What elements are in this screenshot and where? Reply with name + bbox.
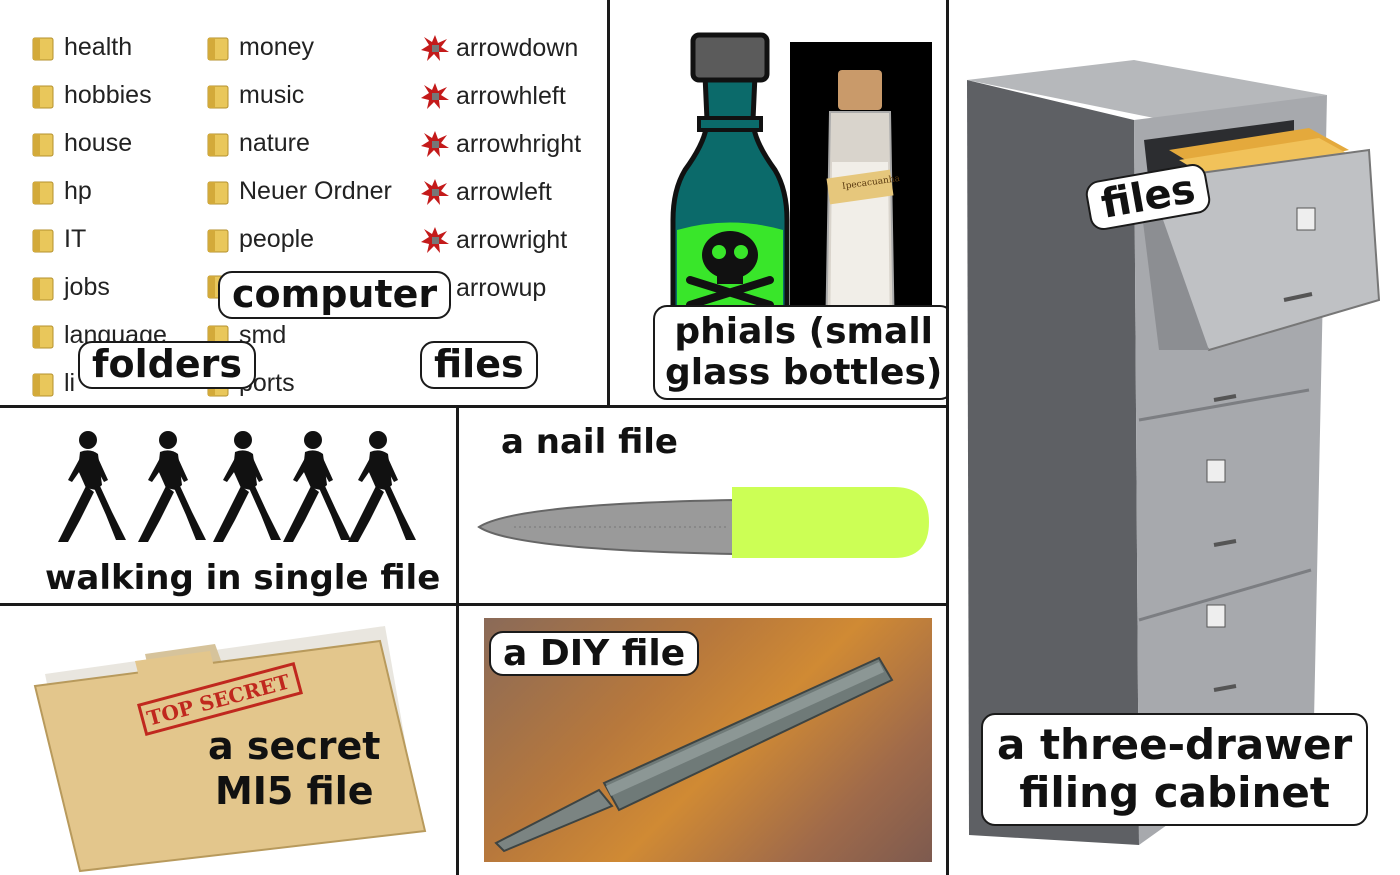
divider-horizontal-2: [0, 603, 949, 606]
folder-item[interactable]: hp: [32, 177, 92, 206]
walking-person-icon: [340, 430, 420, 549]
folder-name: house: [64, 129, 133, 157]
files-explorer-label: files: [420, 341, 538, 389]
shortcut-item[interactable]: arrowdown: [420, 33, 578, 63]
folder-item[interactable]: hobbies: [32, 81, 152, 110]
folder-icon: [32, 35, 54, 61]
folder-item[interactable]: people: [207, 225, 314, 254]
folder-icon: [207, 179, 229, 205]
folder-name: IT: [64, 225, 87, 253]
shortcut-item[interactable]: arrowright: [420, 225, 567, 255]
splat-icon: [420, 129, 450, 159]
folder-item[interactable]: house: [32, 129, 132, 158]
folder-icon: [32, 275, 54, 301]
splat-icon: [420, 225, 450, 255]
cabinet-label: a three-drawer filing cabinet: [981, 713, 1369, 826]
walking-person-icon: [275, 430, 355, 549]
walking-person-icon: [205, 430, 285, 549]
folder-icon: [32, 131, 54, 157]
secret-label: a secret MI5 file: [208, 724, 381, 813]
folders-label: folders: [78, 341, 256, 389]
folder-name: nature: [239, 129, 310, 157]
folder-name: people: [239, 225, 315, 253]
cabinet-panel: files a three-drawer filing cabinet: [949, 0, 1400, 875]
shortcut-name: arrowhleft: [456, 81, 566, 110]
folder-item[interactable]: li: [32, 369, 75, 398]
splat-icon: [420, 81, 450, 111]
splat-icon: [420, 33, 450, 63]
shortcut-name: arrowhright: [456, 129, 582, 158]
folder-icon: [32, 83, 54, 109]
splat-icon: [420, 177, 450, 207]
nail-file-label: a nail file: [501, 422, 678, 462]
folder-item[interactable]: health: [32, 33, 132, 62]
folder-name: music: [239, 81, 305, 109]
computer-label: computer: [218, 271, 452, 319]
folder-icon: [32, 371, 54, 397]
shortcut-item[interactable]: arrowhright: [420, 129, 581, 159]
walking-person-icon: [130, 430, 210, 549]
folder-icon: [207, 131, 229, 157]
walking-panel: walking in single file: [0, 408, 456, 603]
folder-icon: [32, 227, 54, 253]
metal-file-icon: [494, 656, 894, 853]
folder-item[interactable]: money: [207, 33, 314, 62]
walking-person-icon: [50, 430, 130, 549]
shortcut-name: arrowdown: [456, 33, 579, 62]
folder-icon: [207, 83, 229, 109]
folder-icon: [207, 35, 229, 61]
folder-name: hp: [64, 177, 92, 205]
folder-name: jobs: [64, 273, 110, 301]
folder-name: health: [64, 33, 133, 61]
divider-vertical-right: [946, 0, 949, 875]
manila-folder-icon: [33, 626, 427, 873]
divider-vertical-bottom: [456, 405, 459, 875]
walking-label: walking in single file: [45, 558, 441, 598]
folder-name: li: [64, 369, 76, 397]
shortcut-name: arrowright: [456, 225, 568, 254]
folder-name: Neuer Ordner: [239, 177, 392, 205]
folder-item[interactable]: nature: [207, 129, 310, 158]
divider-vertical-top: [607, 0, 610, 405]
folder-item[interactable]: IT: [32, 225, 86, 254]
shortcut-item[interactable]: arrowleft: [420, 177, 552, 207]
folder-icon: [207, 227, 229, 253]
folder-icon: [32, 179, 54, 205]
nail-file-panel: a nail file: [459, 408, 946, 603]
folder-item[interactable]: music: [207, 81, 304, 110]
shortcut-name: arrowleft: [456, 177, 552, 206]
secret-file-panel: TOP SECRET a secret MI5 file: [0, 606, 456, 875]
shortcut-item[interactable]: arrowhleft: [420, 81, 566, 111]
folder-item[interactable]: jobs: [32, 273, 110, 302]
nail-file-icon: [477, 487, 929, 558]
folder-item[interactable]: Neuer Ordner: [207, 177, 392, 206]
diy-file-panel: a DIY file: [459, 606, 946, 875]
folder-icon: [32, 323, 54, 349]
folder-name: money: [239, 33, 315, 61]
poison-bottle-icon: [670, 32, 790, 318]
phials-label: phials (small glass bottles): [653, 305, 946, 400]
divider-horizontal-1: [0, 405, 949, 408]
folder-name: hobbies: [64, 81, 152, 109]
phials-panel: Ipecacuanha phials (small glass bottles): [610, 0, 946, 405]
diy-label: a DIY file: [489, 631, 700, 677]
shortcut-name: arrowup: [456, 273, 547, 302]
